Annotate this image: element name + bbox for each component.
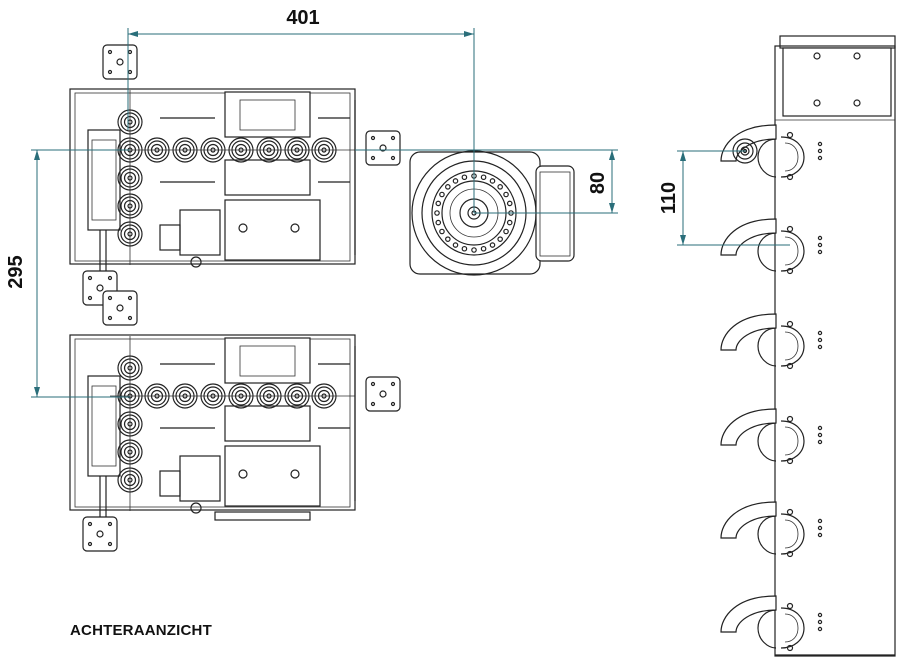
dimension-401: 401 (127, 7, 475, 213)
side-view (720, 35, 896, 657)
dimension-295: 295 (5, 149, 130, 398)
wire-guide (720, 124, 823, 181)
wire-guide (720, 501, 823, 558)
wire-guide (720, 408, 823, 465)
dimension-110: 110 (658, 150, 790, 246)
dimension-80: 80 (355, 149, 618, 214)
view-caption: ACHTERAANZICHT (70, 622, 212, 639)
feeder-assembly-bottom (70, 291, 400, 551)
dimension-label-110: 110 (658, 182, 680, 214)
wire-guide (720, 595, 823, 652)
dimension-label-80: 80 (587, 172, 609, 194)
wire-guide (720, 218, 823, 275)
wire-guide (720, 313, 823, 370)
feeder-assembly-top (70, 45, 400, 305)
dimension-label-401: 401 (286, 7, 319, 29)
dimension-label-295: 295 (5, 255, 27, 288)
